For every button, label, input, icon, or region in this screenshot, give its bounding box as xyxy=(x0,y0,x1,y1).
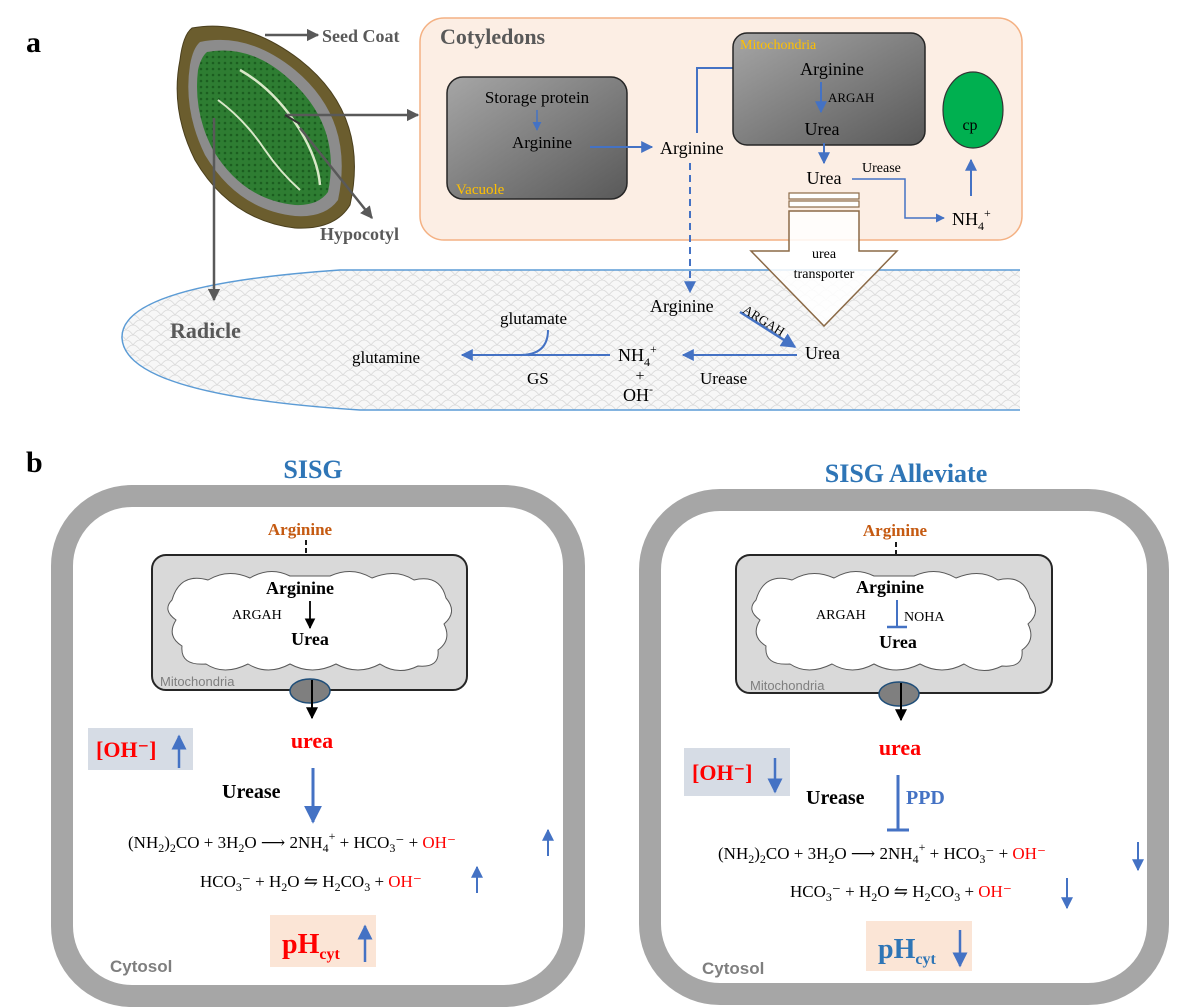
sisg-alleviate-title: SISG Alleviate xyxy=(825,459,988,488)
radicle-oh-label: OH- xyxy=(623,382,653,405)
radicle-nh4-label: NH4+ xyxy=(618,342,657,369)
alleviate-noha-label: NOHA xyxy=(904,610,945,625)
mito-argah-label: ARGAH xyxy=(828,90,874,105)
sisg-title: SISG xyxy=(283,455,342,484)
arginine-cotyledon-label: Arginine xyxy=(660,138,724,158)
sisg-urease-label: Urease xyxy=(222,781,281,803)
alleviate-oh-label: [OH⁻] xyxy=(692,760,753,785)
vacuole-box xyxy=(446,76,628,200)
sisg-cytosol-label: Cytosol xyxy=(110,957,172,976)
alleviate-mito-arginine: Arginine xyxy=(856,577,924,597)
panel-a-label: a xyxy=(26,26,41,59)
radicle-label: Radicle xyxy=(170,318,241,343)
sisg-mitochondria-label: Mitochondria xyxy=(160,674,235,689)
sisg-oh-label: [OH⁻] xyxy=(96,737,157,762)
sisg-ph-box xyxy=(270,915,376,967)
mito-arginine-label: Arginine xyxy=(800,59,864,79)
glutamine-label: glutamine xyxy=(352,348,420,367)
vacuole-arginine-label: Arginine xyxy=(512,133,572,152)
sisg-equation-2: HCO3⁻ + H2O ⇋ H2CO3 + OH⁻ xyxy=(200,872,422,894)
sisg-urea: urea xyxy=(291,728,333,753)
panel-b-label: b xyxy=(26,446,43,479)
alleviate-argah-label: ARGAH xyxy=(816,608,866,623)
radicle-plus-label: + xyxy=(635,368,644,385)
alleviate-cytosol-label: Cytosol xyxy=(702,959,764,978)
radicle-urease-label: Urease xyxy=(700,369,747,388)
seed-illustration xyxy=(176,25,355,229)
glutamate-label: glutamate xyxy=(500,309,567,328)
chloroplast xyxy=(942,71,1004,149)
sisg-transporter xyxy=(289,678,331,704)
alleviate-arginine-outer: Arginine xyxy=(863,521,928,540)
radicle-urea-label: Urea xyxy=(805,343,840,363)
urease-top-label: Urease xyxy=(862,161,901,176)
alleviate-transporter xyxy=(878,681,920,707)
sisg-cell: SISG Arginine Arginine ARGAH Urea Mitoch… xyxy=(51,455,585,1007)
sisg-alleviate-cell: SISG Alleviate Arginine Arginine ARGAH N… xyxy=(639,459,1169,1005)
urea-transporter-label-1: urea xyxy=(812,247,837,262)
alleviate-ph-label: pHcyt xyxy=(878,934,936,968)
radicle-arginine-label: Arginine xyxy=(650,296,714,316)
alleviate-mito-urea: Urea xyxy=(879,632,917,652)
gs-label: GS xyxy=(527,369,549,388)
urea-cotyledon-label: Urea xyxy=(807,168,842,188)
urea-transporter xyxy=(749,192,899,328)
sisg-mito-arginine: Arginine xyxy=(266,578,334,598)
mito-urea-label: Urea xyxy=(805,119,840,139)
alleviate-ppd-label: PPD xyxy=(906,787,945,809)
alleviate-mitochondria-label: Mitochondria xyxy=(750,678,825,693)
vacuole-label: Vacuole xyxy=(456,182,505,198)
nh4-top-label: NH4+ xyxy=(952,206,991,233)
cotyledon-mitochondria-label: Mitochondria xyxy=(740,38,817,53)
sisg-arginine-outer: Arginine xyxy=(268,520,333,539)
cotyledons-label: Cotyledons xyxy=(440,24,546,49)
radicle-argah-arrow xyxy=(739,310,797,349)
cp-label: cp xyxy=(962,117,977,134)
sisg-argah-label: ARGAH xyxy=(232,608,282,623)
sisg-mito-urea: Urea xyxy=(291,629,329,649)
alleviate-cristae xyxy=(751,571,1036,671)
radicle-region xyxy=(121,269,1020,411)
urease-path-arrow xyxy=(852,178,945,223)
cotyledon-mitochondria-box xyxy=(732,32,926,146)
seed-coat-label: Seed Coat xyxy=(322,26,400,46)
sisg-equation-1: (NH2)2CO + 3H2O ⟶ 2NH4+ + HCO3⁻ + OH⁻ xyxy=(128,829,456,855)
urea-transporter-label-2: transporter xyxy=(794,267,855,282)
alleviate-equation-2: HCO3⁻ + H2O ⇋ H2CO3 + OH⁻ xyxy=(790,882,1012,904)
sisg-ph-label: pHcyt xyxy=(282,929,340,963)
alleviate-urease-label: Urease xyxy=(806,787,865,809)
glutamate-merge-curve xyxy=(519,329,549,356)
hypocotyl-label: Hypocotyl xyxy=(320,224,399,244)
hypocotyl-arrow xyxy=(299,127,373,219)
alleviate-equation-1: (NH2)2CO + 3H2O ⟶ 2NH4+ + HCO3⁻ + OH⁻ xyxy=(718,840,1046,866)
alleviate-urea: urea xyxy=(879,735,921,760)
storage-protein-label: Storage protein xyxy=(485,88,590,107)
seed-center-line xyxy=(284,114,301,125)
